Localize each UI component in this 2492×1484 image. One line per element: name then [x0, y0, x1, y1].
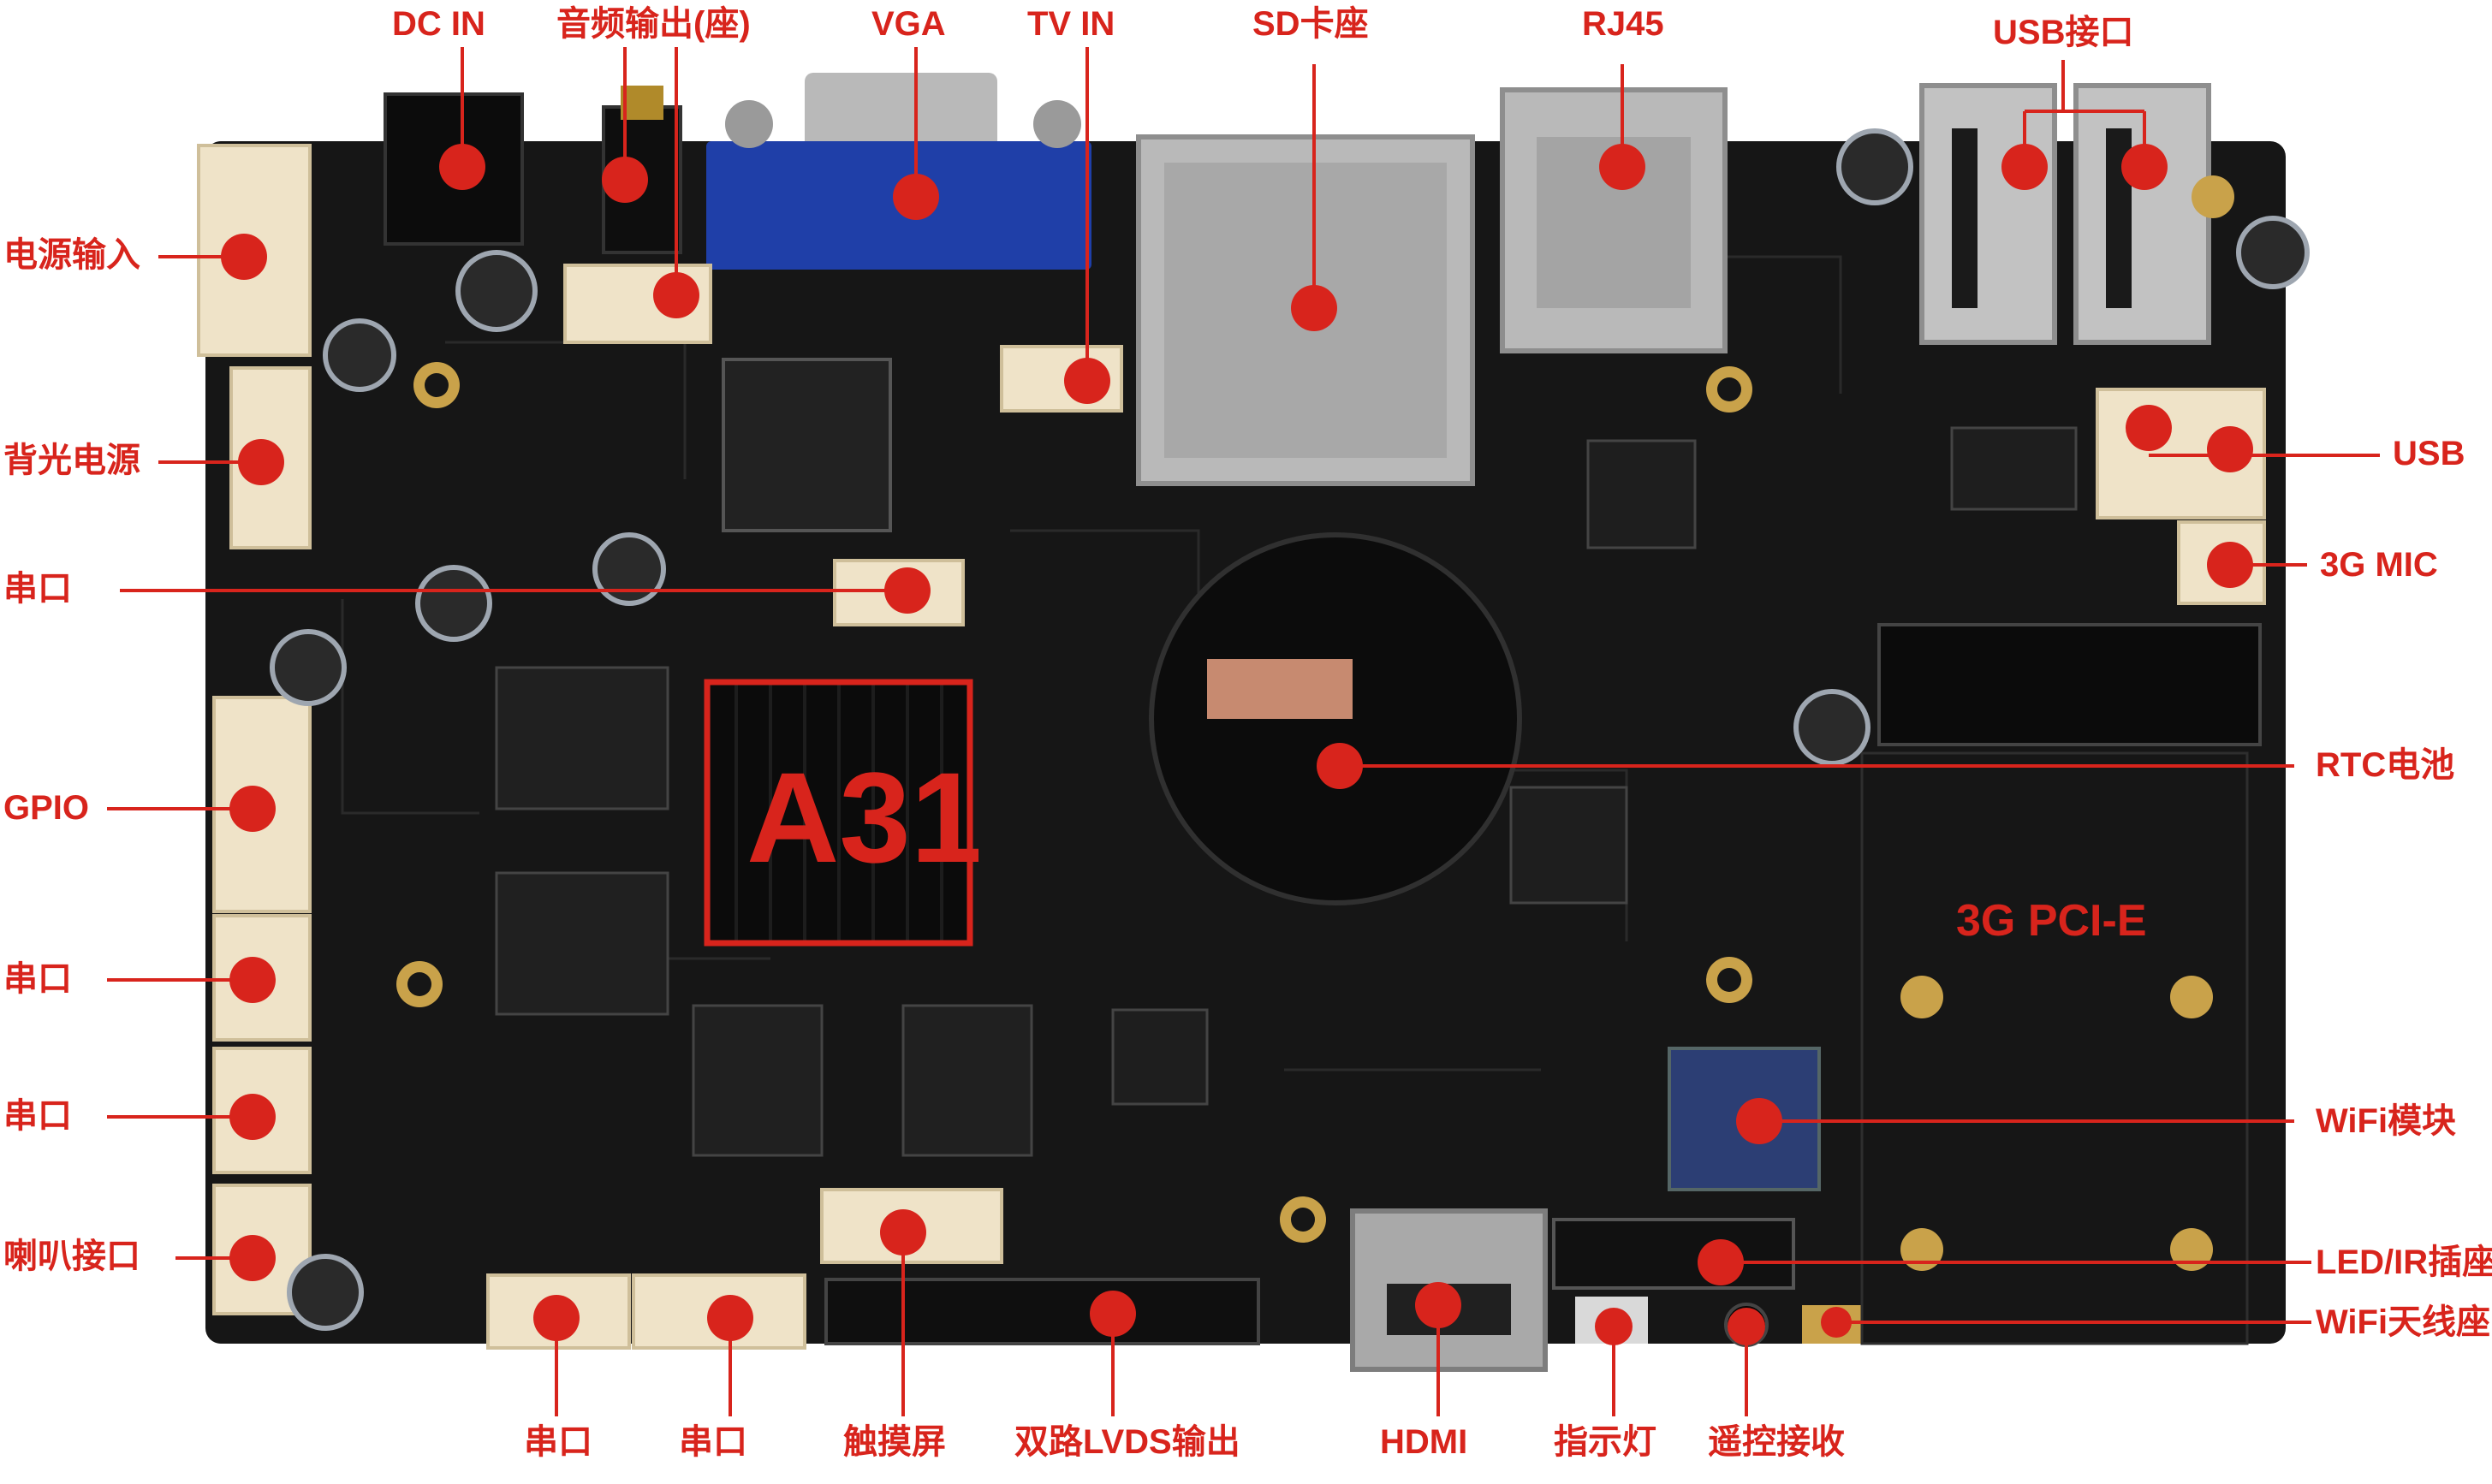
label-audio-out: 音频输出(座)	[556, 5, 751, 43]
nand-chip	[722, 358, 892, 532]
label-backlight-power: 背光电源	[3, 442, 140, 479]
callout-dots	[221, 144, 2253, 1345]
pcie-label: 3G PCI-E	[1956, 896, 2147, 946]
cpu-outline	[704, 679, 973, 947]
led-ir-header	[1552, 1218, 1795, 1290]
usb-port-b	[2073, 83, 2211, 345]
label-touch-screen: 触摸屏	[843, 1423, 946, 1461]
label-gpio: GPIO	[3, 789, 90, 827]
ram-chip-a	[495, 666, 669, 810]
label-3g-mic: 3G MIC	[2320, 546, 2438, 584]
label-serial-bottom-1: 串口	[524, 1423, 592, 1461]
mounting-holes	[396, 175, 2234, 1271]
vga-shell	[805, 73, 997, 154]
pcie-area	[1860, 751, 2249, 1345]
ram-chip-d	[901, 1004, 1033, 1157]
ram-chip-b	[495, 871, 669, 1016]
label-rtc-battery: RTC电池	[2316, 746, 2455, 784]
ram-chip-c	[692, 1004, 824, 1157]
conn-lvds	[824, 1278, 1260, 1345]
label-power-in: 电源输入	[3, 236, 140, 274]
label-led-ir: LED/IR插座	[2316, 1244, 2492, 1281]
label-indicator-led: 指示灯	[1554, 1423, 1656, 1461]
capacitors	[270, 128, 2310, 1331]
label-tv-in: TV IN	[1027, 5, 1115, 43]
usb-port-a	[1919, 83, 2057, 345]
cpu-label: A31	[746, 745, 983, 889]
label-sd-slot: SD卡座	[1252, 5, 1369, 43]
label-serial-3: 串口	[3, 1097, 72, 1135]
callout-lines	[107, 47, 2380, 1416]
usb-hub-chip	[1950, 426, 2078, 511]
label-wifi-module: WiFi模块	[2316, 1102, 2457, 1140]
label-dual-lvds: 双路LVDS输出	[1014, 1423, 1240, 1461]
label-speaker: 喇叭接口	[3, 1238, 140, 1275]
label-rj45: RJ45	[1582, 5, 1664, 43]
small-chip	[1111, 1008, 1209, 1106]
label-usb-port: USB接口	[1993, 14, 2134, 51]
pcie-slot	[1877, 623, 2262, 746]
label-dc-in: DC IN	[392, 5, 485, 43]
label-wifi-antenna: WiFi天线座	[2316, 1303, 2491, 1341]
label-hdmi: HDMI	[1380, 1423, 1468, 1461]
realtek-chip	[1586, 439, 1697, 549]
label-serial-1: 串口	[3, 570, 72, 608]
axp-chip	[1509, 786, 1628, 905]
label-ir-receiver: 遥控接收	[1708, 1423, 1845, 1461]
label-vga: VGA	[871, 5, 946, 43]
label-usb: USB	[2393, 435, 2465, 472]
label-serial-bottom-2: 串口	[679, 1423, 747, 1461]
label-serial-2: 串口	[3, 960, 72, 998]
